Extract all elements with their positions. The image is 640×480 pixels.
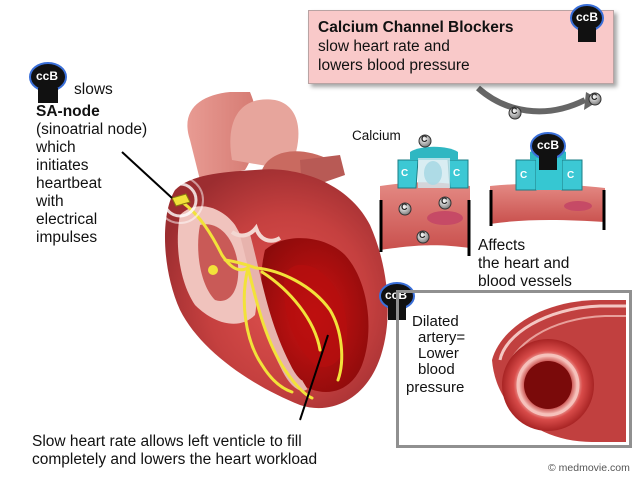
calcium-ion-icon: C: [438, 196, 452, 215]
caption-line-2: completely and lowers the heart workload: [32, 451, 318, 468]
calcium-ion-icon: C: [508, 106, 522, 125]
ccb-badge-label: ccB: [36, 69, 59, 83]
vessel-segment-right: [489, 183, 606, 230]
sa-node-line: electrical: [36, 211, 98, 228]
calcium-channel-open: [397, 146, 469, 189]
sa-node-line: with: [36, 193, 64, 210]
affects-line: the heart and: [478, 255, 570, 272]
sa-node-line: which: [36, 139, 76, 156]
sa-pointer-line: [121, 151, 173, 199]
channel-c-label: C: [567, 170, 575, 181]
channel-c-label: C: [401, 168, 409, 179]
title-subline-1: slow heart rate and: [318, 38, 450, 55]
dilated-line: Dilated: [412, 313, 459, 330]
calcium-ion-icon: C: [418, 134, 432, 153]
channel-c-label: C: [520, 170, 528, 181]
dilated-line: artery=: [418, 329, 466, 346]
calcium-label: Calcium: [352, 128, 401, 143]
title-subline-2: lowers blood pressure: [318, 57, 470, 74]
caption-line-1: Slow heart rate allows left venticle to …: [32, 433, 302, 450]
ccb-badge-label: ccB: [576, 10, 599, 24]
ccb-badge-label: ccB: [537, 138, 560, 152]
lv-pointer-line: [299, 334, 329, 421]
dilated-line: blood: [418, 361, 455, 378]
channel-c-label: C: [453, 168, 461, 179]
sa-node-line: initiates: [36, 157, 89, 174]
dilated-line: Lower: [418, 345, 459, 362]
calcium-ion-icon: C: [416, 230, 430, 249]
sa-node-paren: (sinoatrial node): [36, 121, 148, 138]
credit-label: © medmovie.com: [548, 462, 630, 474]
sa-node-line: impulses: [36, 229, 98, 246]
affects-line: blood vessels: [478, 273, 572, 290]
ccb-badge-sa: ccB: [28, 62, 68, 104]
ccb-badge-title: ccB: [570, 4, 604, 44]
heart-illustration: [156, 92, 388, 409]
title-box: Calcium Channel Blockers slow heart rate…: [308, 10, 614, 84]
calcium-ion-icon: C: [588, 92, 602, 111]
sa-node-line: heartbeat: [36, 175, 102, 192]
affects-line: Affects: [478, 237, 526, 254]
curved-arrow-icon: [476, 85, 587, 115]
dilated-artery-illustration: [492, 300, 626, 442]
calcium-ion-icon: C: [398, 202, 412, 221]
sa-slows-label: slows: [74, 81, 113, 98]
ccb-badge-channel: ccB: [530, 132, 566, 172]
title-heading: Calcium Channel Blockers: [318, 19, 514, 36]
sa-node-heading: SA-node: [36, 103, 100, 120]
dilated-line: pressure: [406, 379, 465, 396]
dilated-artery-box: [396, 290, 632, 448]
